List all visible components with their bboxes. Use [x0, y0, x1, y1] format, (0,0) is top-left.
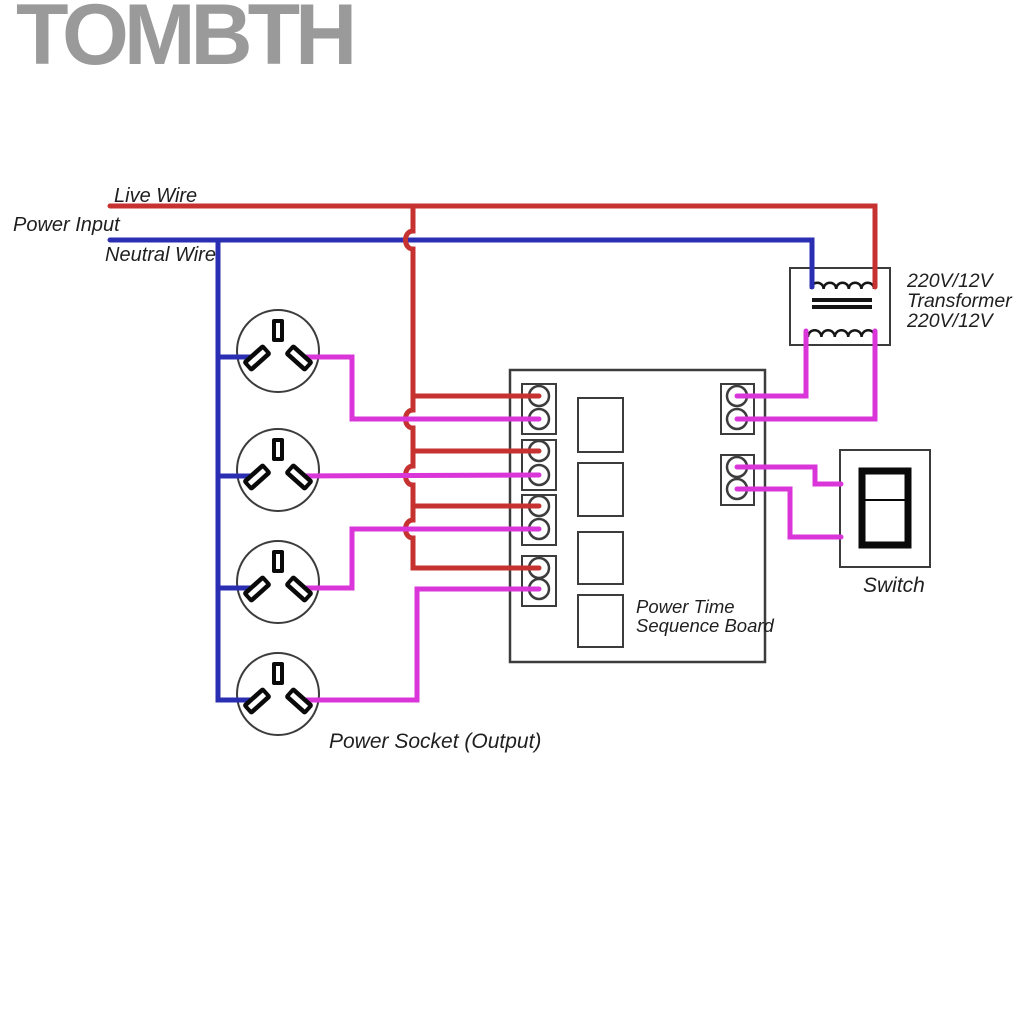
neutral-wire-path [107, 237, 815, 703]
transformer-primary-coil [809, 281, 876, 290]
output-wire-paths [291, 328, 878, 703]
socket-2-circle [236, 428, 320, 512]
transformer: 220V/12V Transformer 220V/12V [789, 267, 1013, 346]
sequence-board-outline [508, 368, 767, 664]
power-socket-slots [243, 319, 313, 715]
earth-slot-icon [272, 550, 284, 573]
transformer-label-line3: 220V/12V [906, 310, 995, 332]
transformer-secondary-coil [806, 329, 877, 338]
earth-slot-icon [272, 662, 284, 685]
earth-slot-icon [272, 319, 284, 342]
relay-3 [577, 531, 624, 585]
socket-4-slots [243, 662, 313, 715]
wires [107, 203, 878, 703]
live-slot-icon [243, 344, 271, 372]
earth-slot-icon [272, 438, 284, 461]
relay-1 [577, 397, 624, 453]
transformer-core [812, 298, 872, 309]
switch-label: Switch [863, 574, 925, 597]
live-slot-icon [243, 463, 271, 491]
label-power-input: Power Input [13, 214, 121, 236]
live-slot-icon [243, 687, 271, 715]
power-time-sequence-board: Power Time Sequence Board [508, 368, 775, 664]
socket-4-circle [236, 652, 320, 736]
transformer-label-line2: Transformer [907, 290, 1013, 312]
transformer-label-line1: 220V/12V [906, 270, 995, 292]
neutral-slot-icon [285, 463, 313, 491]
socket-1-circle [236, 309, 320, 393]
neutral-slot-icon [285, 344, 313, 372]
board-label-line2: Sequence Board [636, 615, 775, 636]
terminal-block-left-4 [521, 555, 557, 607]
switch-rocker [858, 467, 912, 549]
board-label-line1: Power Time [636, 596, 735, 617]
label-live-wire: Live Wire [114, 185, 197, 207]
relay-2 [577, 462, 624, 517]
label-power-socket-output: Power Socket (Output) [329, 730, 541, 753]
neutral-slot-icon [285, 575, 313, 603]
socket-2-slots [243, 438, 313, 491]
live-wire-path [107, 203, 878, 571]
power-socket-circles [236, 309, 320, 736]
socket-3-circle [236, 540, 320, 624]
neutral-slot-icon [285, 687, 313, 715]
relay-4 [577, 594, 624, 648]
live-slot-icon [243, 575, 271, 603]
brand-logo: TOMBTH [16, 0, 357, 83]
socket-1-slots [243, 319, 313, 372]
socket-3-slots [243, 550, 313, 603]
label-neutral-wire: Neutral Wire [105, 244, 216, 266]
switch: Switch [839, 449, 931, 597]
